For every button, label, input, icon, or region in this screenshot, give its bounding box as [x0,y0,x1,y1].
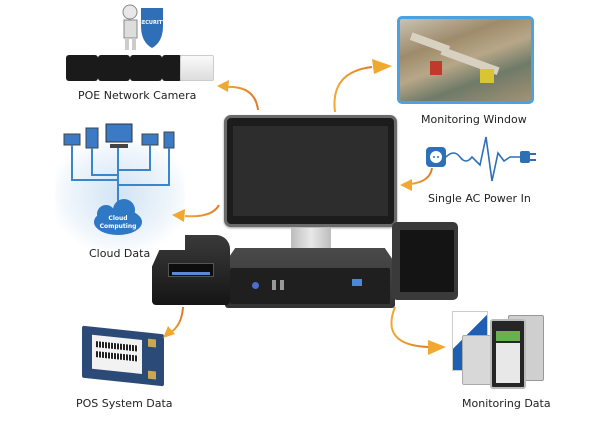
robot-shield-svg: SECURITY [122,4,166,50]
base-front-panel [230,268,390,304]
cctv-camera-icon [98,55,130,81]
arrow-from-power-head [400,179,412,191]
arrow-to-cloud-head [172,209,185,222]
arrow-to-monitoring-window-head [372,59,392,74]
cloud-badge-line2: Computing [100,223,137,230]
arrow-to-monitoring-window [333,66,373,113]
store-surveillance-image [397,16,534,104]
pos-terminal [140,110,460,310]
label-monitoring-data: Monitoring Data [462,397,551,410]
label-cloud-data: Cloud Data [89,247,151,260]
label-poe-camera: POE Network Camera [78,89,197,102]
arrow-to-cloud [184,204,220,218]
hard-drives-icon [452,305,548,391]
arrow-to-pos-data [169,306,184,334]
arrow-to-monitoring-data-head [428,340,446,355]
arrow-from-power [409,167,433,185]
arrow-to-camera-head [217,80,229,92]
cctv-camera-icon [66,55,98,81]
arrow-to-camera [224,85,259,111]
label-monitoring-window: Monitoring Window [421,113,527,126]
shield-text: SECURITY [138,20,166,26]
cloud-badge-line1: Cloud [108,215,127,222]
cctv-camera-icon [130,55,162,81]
label-pos-system-data: POS System Data [76,397,173,410]
monitor-screen [224,115,397,227]
brand-logo-icon [352,279,362,286]
usb-port [280,280,284,290]
robot-security-icon: SECURITY [115,2,166,52]
customer-display [392,222,458,300]
usb-port [272,280,276,290]
arrow-to-pos-data-head [163,326,175,338]
arrow-to-monitoring-data [390,306,429,348]
cctv-camera-icon [162,55,182,81]
power-plug-icon [426,136,536,182]
cloud-computing-icon: Cloud Computing [63,123,175,235]
label-ac-power: Single AC Power In [428,192,531,205]
camera-group [66,53,216,85]
power-button-icon[interactable] [252,282,259,289]
